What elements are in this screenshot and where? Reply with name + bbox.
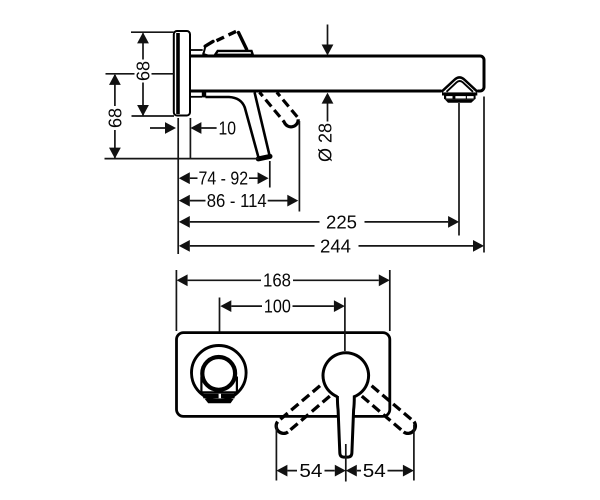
svg-text:86 - 114: 86 - 114 xyxy=(207,191,267,211)
svg-text:100: 100 xyxy=(264,297,291,317)
svg-text:10: 10 xyxy=(219,119,237,139)
svg-text:74 - 92: 74 - 92 xyxy=(199,169,249,189)
svg-text:54: 54 xyxy=(299,461,322,481)
svg-text:Ø 28: Ø 28 xyxy=(316,123,336,162)
svg-text:54: 54 xyxy=(363,461,386,481)
svg-text:68: 68 xyxy=(105,108,125,128)
svg-text:225: 225 xyxy=(326,212,357,232)
svg-text:68: 68 xyxy=(133,61,153,81)
svg-text:244: 244 xyxy=(320,236,351,256)
svg-text:168: 168 xyxy=(263,271,291,291)
